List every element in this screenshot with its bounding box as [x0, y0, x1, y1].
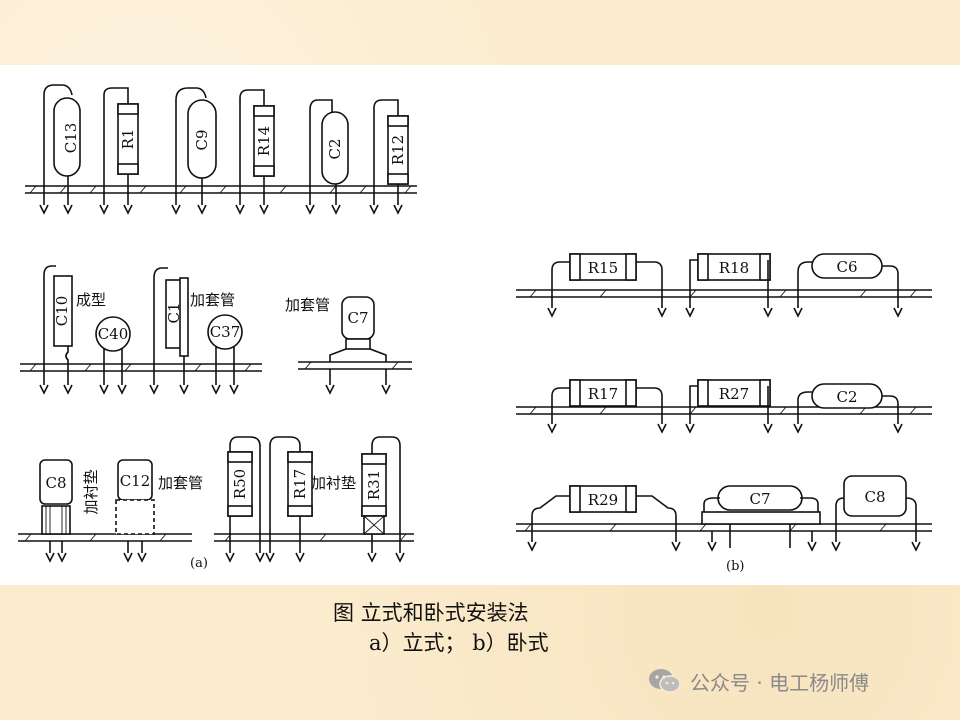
note-forming: 成型 — [76, 291, 106, 309]
label-r18: R18 — [719, 259, 749, 277]
note-spacer-1: 加衬垫 — [82, 469, 100, 514]
sublabel-a: (a) — [190, 556, 208, 571]
figure-caption: 图 立式和卧式安装法 a）立式； b）卧式 — [333, 598, 733, 658]
label-r15: R15 — [588, 259, 618, 277]
watermark-text: 公众号 · 电工杨师傅 — [690, 670, 870, 695]
note-sleeve-3: 加套管 — [158, 474, 203, 492]
wechat-icon — [649, 669, 681, 693]
label-r17-vertical: R17 — [291, 469, 309, 499]
vertical-top-row — [25, 84, 417, 215]
label-r17-horizontal: R17 — [588, 385, 618, 403]
horizontal-row-1 — [516, 253, 932, 318]
label-r29: R29 — [588, 491, 618, 509]
label-r50: R50 — [231, 469, 249, 499]
label-c40: C40 — [98, 325, 129, 343]
horizontal-row-3 — [516, 475, 932, 552]
label-c8-horizontal: C8 — [864, 488, 885, 506]
label-c2: C2 — [326, 138, 344, 159]
label-c37: C37 — [210, 323, 241, 341]
label-c9: C9 — [193, 129, 211, 150]
watermark: 公众号 · 电工杨师傅 — [648, 666, 869, 696]
label-c7-vertical: C7 — [347, 309, 368, 327]
vertical-mid-right — [298, 296, 412, 395]
sublabel-b: (b) — [726, 559, 744, 574]
caption-title: 图 立式和卧式安装法 — [333, 601, 529, 625]
note-sleeve-1: 加套管 — [190, 291, 235, 309]
label-c7-horizontal: C7 — [749, 490, 770, 508]
horizontal-row-2 — [516, 379, 932, 434]
label-r12: R12 — [389, 135, 407, 165]
label-r1: R1 — [119, 129, 137, 150]
label-c1: C1 — [165, 302, 183, 323]
caption-subtitle: a）立式； b）卧式 — [369, 631, 549, 655]
note-sleeve-2: 加套管 — [285, 296, 330, 314]
vertical-mid-left — [20, 265, 262, 395]
label-r31: R31 — [365, 470, 383, 500]
label-c10: C10 — [53, 296, 71, 327]
label-c13: C13 — [62, 123, 80, 154]
label-c8-vertical: C8 — [45, 474, 66, 492]
label-c12: C12 — [120, 472, 151, 490]
label-r14: R14 — [255, 126, 273, 156]
label-c2-horizontal: C2 — [836, 388, 857, 406]
note-spacer-2: 加衬垫 — [311, 474, 356, 492]
label-r27: R27 — [719, 385, 749, 403]
label-c6: C6 — [836, 258, 857, 276]
vertical-bottom-row — [18, 436, 414, 563]
